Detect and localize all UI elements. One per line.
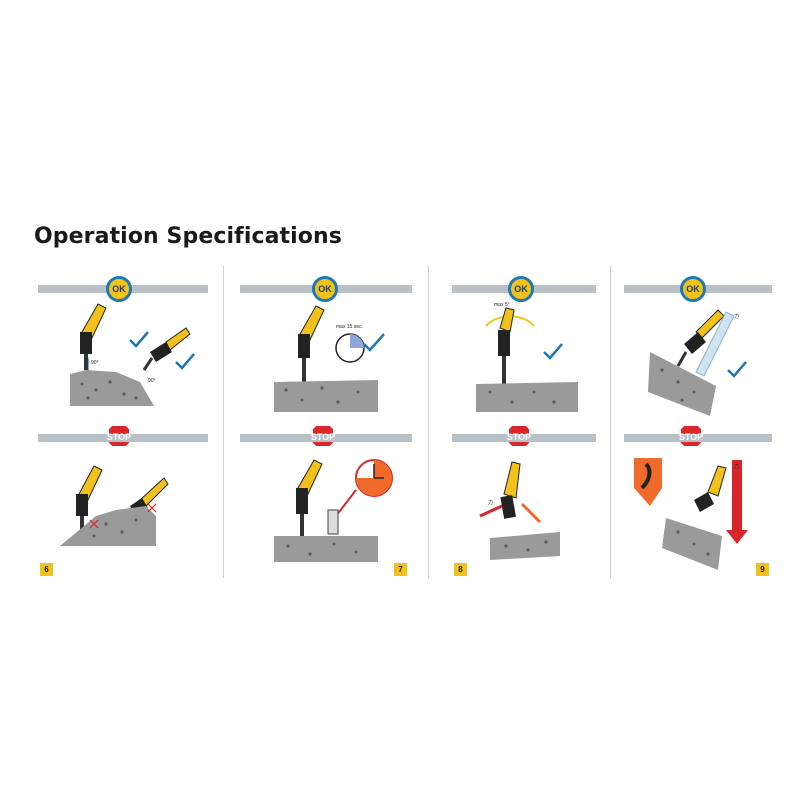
check-icon xyxy=(727,361,747,378)
chisel-tip xyxy=(327,509,339,535)
force-arrow-down xyxy=(732,460,742,530)
broken-chisel-icon xyxy=(640,462,652,490)
rock xyxy=(648,352,716,416)
rock xyxy=(70,370,154,406)
panel-6: 90° 90° OK STO xyxy=(36,266,216,578)
hammer-angled-ok xyxy=(142,327,191,371)
hammer-tilted-stop xyxy=(76,465,103,530)
rock xyxy=(662,518,722,570)
check-icon xyxy=(129,331,149,348)
angle-label: max 5° xyxy=(494,302,510,308)
ok-badge: OK xyxy=(312,276,338,302)
force-arrow-left xyxy=(479,504,503,518)
hammer-vertical-stop xyxy=(296,459,323,536)
clock-icon xyxy=(335,333,365,363)
angle-label-2: 90° xyxy=(148,378,156,384)
stop-label: STOP xyxy=(506,432,532,442)
stop-badge: STOP xyxy=(306,424,340,450)
stop-label: STOP xyxy=(310,432,336,442)
hammer-vertical-ok xyxy=(298,305,325,382)
force-label: 力 xyxy=(488,499,493,506)
panel-8: max 5° 力 OK STOP 8 xyxy=(450,266,630,578)
hammer-angled-ok xyxy=(676,309,725,367)
panel-number: 8 xyxy=(454,563,467,576)
panel-divider xyxy=(223,266,224,578)
stop-label: STOP xyxy=(678,432,704,442)
hammer-tilted-stop xyxy=(500,461,521,519)
panel-8-illustration: max 5° 力 xyxy=(452,285,596,560)
ok-badge: OK xyxy=(680,276,706,302)
page-title: Operation Specifications xyxy=(34,224,342,249)
force-label-ok: 力 xyxy=(734,313,739,320)
arrow-head xyxy=(726,530,748,544)
force-label-stop: 力 xyxy=(734,463,739,470)
overheat-clock-icon xyxy=(355,459,393,497)
force-arrow-right xyxy=(520,502,542,524)
rock xyxy=(490,532,560,560)
ok-badge: OK xyxy=(508,276,534,302)
ok-badge: OK xyxy=(106,276,132,302)
rock xyxy=(274,536,378,562)
hammer-vertical-ok xyxy=(498,307,515,384)
panel-divider xyxy=(428,266,429,578)
panel-6-illustration: 90° 90° xyxy=(38,285,208,546)
angle-label-1: 90° xyxy=(91,360,99,366)
rock xyxy=(60,506,156,546)
panel-number: 6 xyxy=(40,563,53,576)
panel-9: 力 力 OK STOP 9 xyxy=(622,266,800,578)
check-icon xyxy=(175,353,195,370)
pointer-line xyxy=(335,489,357,517)
panel-9-illustration: 力 力 xyxy=(624,285,772,570)
panel-divider xyxy=(610,266,611,578)
rock xyxy=(476,382,578,412)
cross-icon xyxy=(147,503,157,513)
force-arrow xyxy=(695,311,735,377)
panel-number: 7 xyxy=(394,563,407,576)
stop-badge: STOP xyxy=(502,424,536,450)
panel-7: max 15 sec. OK STOP 7 xyxy=(238,266,418,578)
stop-badge: STOP xyxy=(102,424,136,450)
panel-7-illustration: max 15 sec. xyxy=(240,285,412,562)
check-icon xyxy=(543,343,563,360)
stop-label: STOP xyxy=(106,432,132,442)
rock xyxy=(274,380,378,412)
cross-icon xyxy=(89,519,99,529)
panel-number: 9 xyxy=(756,563,769,576)
hammer-vertical-ok xyxy=(80,303,107,370)
check-icon xyxy=(363,333,385,352)
time-label: max 15 sec. xyxy=(336,324,363,330)
stop-badge: STOP xyxy=(674,424,708,450)
hammer-angled-stop xyxy=(694,465,727,512)
